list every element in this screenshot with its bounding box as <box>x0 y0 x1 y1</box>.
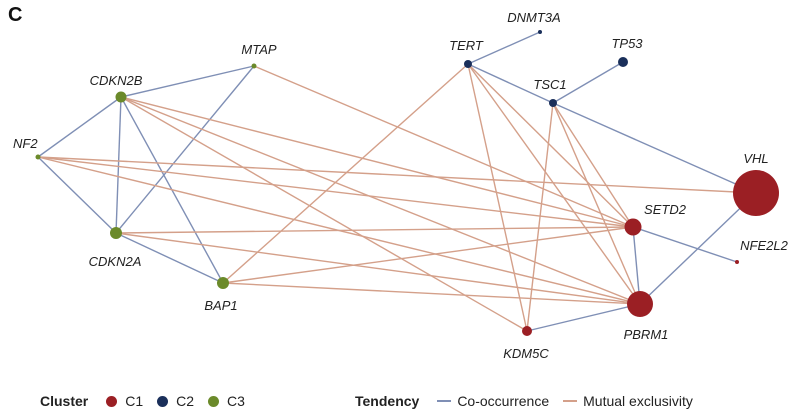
node-label-pbrm1: PBRM1 <box>624 327 669 342</box>
node-label-nf2: NF2 <box>13 136 38 151</box>
edge-mtap-cdkn2a <box>115 65 255 234</box>
legend-item-co-occurrence: Co-occurrence <box>437 393 549 409</box>
edge-cdkn2b-pbrm1 <box>120 96 641 305</box>
co-occurrence-line-icon <box>437 400 452 402</box>
legend-item-c1: C1 <box>106 393 143 409</box>
edge-setd2-nfe2l2 <box>632 226 738 263</box>
legend-label-co-occurrence: Co-occurrence <box>457 393 550 409</box>
node-setd2 <box>624 218 642 236</box>
edge-cdkn2a-setd2 <box>115 226 634 234</box>
node-label-tsc1: TSC1 <box>533 77 566 92</box>
edge-cdkn2b-cdkn2a <box>115 96 122 234</box>
cluster-legend-title: Cluster <box>40 393 89 409</box>
edge-tsc1-setd2 <box>552 102 634 228</box>
node-label-setd2: SETD2 <box>644 202 687 217</box>
node-label-mtap: MTAP <box>241 42 276 57</box>
node-tp53 <box>618 57 628 67</box>
node-label-tp53: TP53 <box>611 36 643 51</box>
node-label-cdkn2b: CDKN2B <box>90 73 143 88</box>
edge-nf2-cdkn2a <box>37 156 117 234</box>
panel-label: C <box>8 4 23 26</box>
edge-cdkn2a-pbrm1 <box>115 232 641 305</box>
network-edges <box>37 31 757 332</box>
node-cdkn2a <box>110 227 122 239</box>
edge-vhl-pbrm1 <box>639 192 757 305</box>
node-tert <box>464 60 472 68</box>
c3-dot-icon <box>208 395 220 407</box>
edge-cdkn2a-bap1 <box>115 232 224 284</box>
edge-cdkn2b-nf2 <box>37 96 122 158</box>
c1-dot-icon <box>106 395 118 407</box>
edge-tert-kdm5c <box>467 63 528 332</box>
edge-nf2-vhl <box>37 156 757 194</box>
node-mtap <box>251 63 257 69</box>
tendency-legend-title: Tendency <box>355 393 420 409</box>
edge-tert-tsc1 <box>467 63 554 104</box>
edge-cdkn2b-mtap <box>120 65 255 98</box>
node-pbrm1 <box>627 291 653 317</box>
edge-tsc1-kdm5c <box>526 102 554 332</box>
node-bap1 <box>217 277 229 289</box>
edge-kdm5c-pbrm1 <box>526 303 641 332</box>
edge-nf2-setd2 <box>37 156 634 228</box>
legend-item-c3: C3 <box>208 393 245 409</box>
legend-label-c2: C2 <box>176 393 195 409</box>
edge-tert-setd2 <box>467 63 634 228</box>
edge-bap1-tert <box>222 63 469 284</box>
cluster-legend: Cluster C1 C2 C3 <box>40 389 259 413</box>
network-nodes <box>35 30 779 336</box>
node-kdm5c <box>522 326 532 336</box>
node-nf2 <box>35 154 41 160</box>
edge-tsc1-pbrm1 <box>552 102 641 305</box>
node-label-dnmt3a: DNMT3A <box>507 10 560 25</box>
edge-tsc1-vhl <box>552 102 757 194</box>
legend-label-mutual-exclusivity: Mutual exclusivity <box>583 393 693 409</box>
node-label-bap1: BAP1 <box>204 298 237 313</box>
node-label-nfe2l2: NFE2L2 <box>740 238 788 253</box>
mutual-exclusivity-line-icon <box>563 400 578 402</box>
node-label-cdkn2a: CDKN2A <box>89 254 142 269</box>
node-label-kdm5c: KDM5C <box>503 346 549 361</box>
node-label-tert: TERT <box>449 38 484 53</box>
edge-bap1-setd2 <box>222 226 634 284</box>
edge-cdkn2b-kdm5c <box>120 96 528 332</box>
node-tsc1 <box>549 99 557 107</box>
tendency-legend: Tendency Co-occurrence Mutual exclusivit… <box>355 389 707 413</box>
legend-label-c3: C3 <box>227 393 245 409</box>
node-nfe2l2 <box>735 260 739 264</box>
legend-label-c1: C1 <box>125 393 144 409</box>
legend-item-c2: C2 <box>157 393 194 409</box>
edge-tsc1-tp53 <box>552 61 624 104</box>
edge-mtap-setd2 <box>253 65 634 228</box>
c2-dot-icon <box>157 395 169 407</box>
legend-item-mutual-exclusivity: Mutual exclusivity <box>563 393 693 409</box>
edge-cdkn2b-setd2 <box>120 96 634 228</box>
edge-tert-pbrm1 <box>467 63 641 305</box>
edge-tert-dnmt3a <box>467 31 541 65</box>
node-dnmt3a <box>538 30 542 34</box>
node-label-vhl: VHL <box>743 151 768 166</box>
node-vhl <box>733 170 779 216</box>
edge-bap1-pbrm1 <box>222 282 641 305</box>
node-cdkn2b <box>115 91 127 103</box>
